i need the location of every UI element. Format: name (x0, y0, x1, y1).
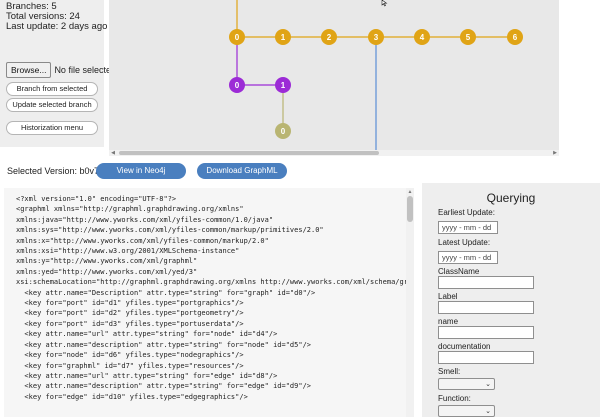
code-line: xmlns:java="http://www.yworks.com/xml/yf… (16, 215, 274, 224)
download-graphml-button[interactable]: Download GraphML (197, 163, 287, 179)
scroll-right-icon[interactable]: ▶ (553, 150, 557, 156)
code-line: xmlns:xsi="http://www.w3.org/2001/XMLSch… (16, 247, 240, 256)
earliest-update-label: Earliest Update: (438, 208, 495, 217)
classname-input[interactable] (438, 276, 534, 289)
query-title: Querying (486, 191, 536, 205)
node-label: 3 (374, 33, 379, 42)
branches-count: Branches: 5 (6, 1, 57, 12)
total-versions: Total versions: 24 (6, 11, 80, 22)
graph-horizontal-scrollbar[interactable]: ◀ ▶ (109, 150, 559, 156)
classname-label: ClassName (438, 267, 480, 276)
mouse-cursor-icon (381, 0, 388, 7)
last-update: Last update: 2 days ago (6, 21, 108, 32)
query-panel: Querying Earliest Update: Latest Update:… (422, 183, 600, 417)
graph-node[interactable]: 4 (414, 29, 430, 45)
label-label: Label (438, 292, 458, 301)
earliest-update-input[interactable] (438, 221, 498, 234)
graph-node[interactable]: 2 (321, 29, 337, 45)
graph-node-selected[interactable]: 3 (368, 29, 384, 45)
code-line: xsi:schemaLocation="http://graphml.graph… (16, 278, 408, 287)
label-input[interactable] (438, 301, 534, 314)
node-label: 5 (466, 33, 471, 42)
documentation-input[interactable] (438, 351, 534, 364)
function-select[interactable]: ⌄ (438, 405, 495, 417)
code-line: xmlns:sys="http://www.yworks.com/xml/yfi… (16, 226, 324, 235)
scroll-left-icon[interactable]: ◀ (111, 150, 115, 156)
historization-menu-button[interactable]: Historization menu (6, 121, 98, 135)
code-line: <key for="edge" id="d10" yfiles.type="ed… (16, 392, 248, 401)
code-line: <key for="port" id="d2" yfiles.type="por… (16, 309, 244, 318)
graphml-code-view[interactable]: <?xml version="1.0" encoding="UTF-8"?> <… (4, 188, 414, 417)
scrollbar-thumb[interactable] (407, 196, 413, 222)
code-line: <key attr.name="url" attr.type="string" … (16, 371, 278, 380)
code-line: <key for="port" id="d1" yfiles.type="por… (16, 299, 244, 308)
code-line: <key attr.name="Description" attr.type="… (16, 288, 316, 297)
function-label: Function: (438, 394, 471, 403)
version-graph-canvas: 0 1 2 3 4 5 6 0 (229, 0, 523, 150)
version-graph[interactable]: 0 1 2 3 4 5 6 0 (109, 0, 559, 150)
smell-select[interactable]: ⌄ (438, 378, 495, 390)
code-line: <graphml xmlns="http://graphml.graphdraw… (16, 205, 244, 214)
node-label: 0 (281, 127, 286, 136)
file-status: No file selected. (54, 65, 119, 75)
latest-update-input[interactable] (438, 251, 498, 264)
smell-label: Smell: (438, 367, 461, 376)
code-line: <key attr.name="url" attr.type="string" … (16, 330, 278, 339)
graph-node[interactable]: 1 (275, 77, 291, 93)
graph-node[interactable]: 0 (229, 29, 245, 45)
file-upload: Browse... No file selected. (6, 62, 118, 78)
code-vertical-scrollbar[interactable]: ▲ (406, 188, 414, 417)
code-line: xmlns:x="http://www.yworks.com/xml/yfile… (16, 236, 269, 245)
node-label: 6 (513, 33, 518, 42)
documentation-label: documentation (438, 342, 491, 351)
selected-version-label: Selected Version: b0v7 (7, 166, 100, 176)
node-label: 0 (235, 33, 240, 42)
graph-node[interactable]: 0 (229, 77, 245, 93)
scroll-up-icon[interactable]: ▲ (407, 189, 413, 195)
chevron-down-icon: ⌄ (485, 408, 491, 415)
name-input[interactable] (438, 326, 534, 339)
update-selected-branch-button[interactable]: Update selected branch (6, 98, 98, 112)
code-line: <key attr.name="description" attr.type="… (16, 382, 312, 391)
browse-button[interactable]: Browse... (6, 62, 52, 78)
code-line: <key for="graphml" id="d7" yfiles.type="… (16, 361, 244, 370)
name-label: name (438, 317, 459, 326)
branch-from-selected-button[interactable]: Branch from selected (6, 82, 98, 96)
graph-node[interactable]: 0 (275, 123, 291, 139)
code-line: xmlns:yed="http://www.yworks.com/xml/yed… (16, 267, 198, 276)
code-line: <?xml version="1.0" encoding="UTF-8"?> (16, 195, 177, 203)
node-label: 1 (281, 81, 286, 90)
latest-update-label: Latest Update: (438, 238, 491, 247)
code-lines: <?xml version="1.0" encoding="UTF-8"?> <… (16, 194, 408, 402)
node-label: 1 (281, 33, 286, 42)
view-in-neo4j-button[interactable]: View in Neo4j (96, 163, 186, 179)
code-line: <key for="port" id="d3" yfiles.type="por… (16, 319, 244, 328)
code-line: xmlns:y="http://www.yworks.com/xml/graph… (16, 257, 198, 266)
info-panel: Branches: 5 Total versions: 24 Last upda… (0, 0, 118, 147)
graph-node[interactable]: 1 (275, 29, 291, 45)
scrollbar-thumb[interactable] (119, 151, 379, 155)
graph-node[interactable]: 5 (460, 29, 476, 45)
node-label: 0 (235, 81, 240, 90)
node-label: 2 (327, 33, 332, 42)
node-label: 4 (420, 33, 425, 42)
code-line: <key attr.name="description" attr.type="… (16, 340, 312, 349)
code-line: <key for="node" id="d6" yfiles.type="nod… (16, 351, 244, 360)
chevron-down-icon: ⌄ (485, 381, 491, 388)
graph-node[interactable]: 6 (507, 29, 523, 45)
